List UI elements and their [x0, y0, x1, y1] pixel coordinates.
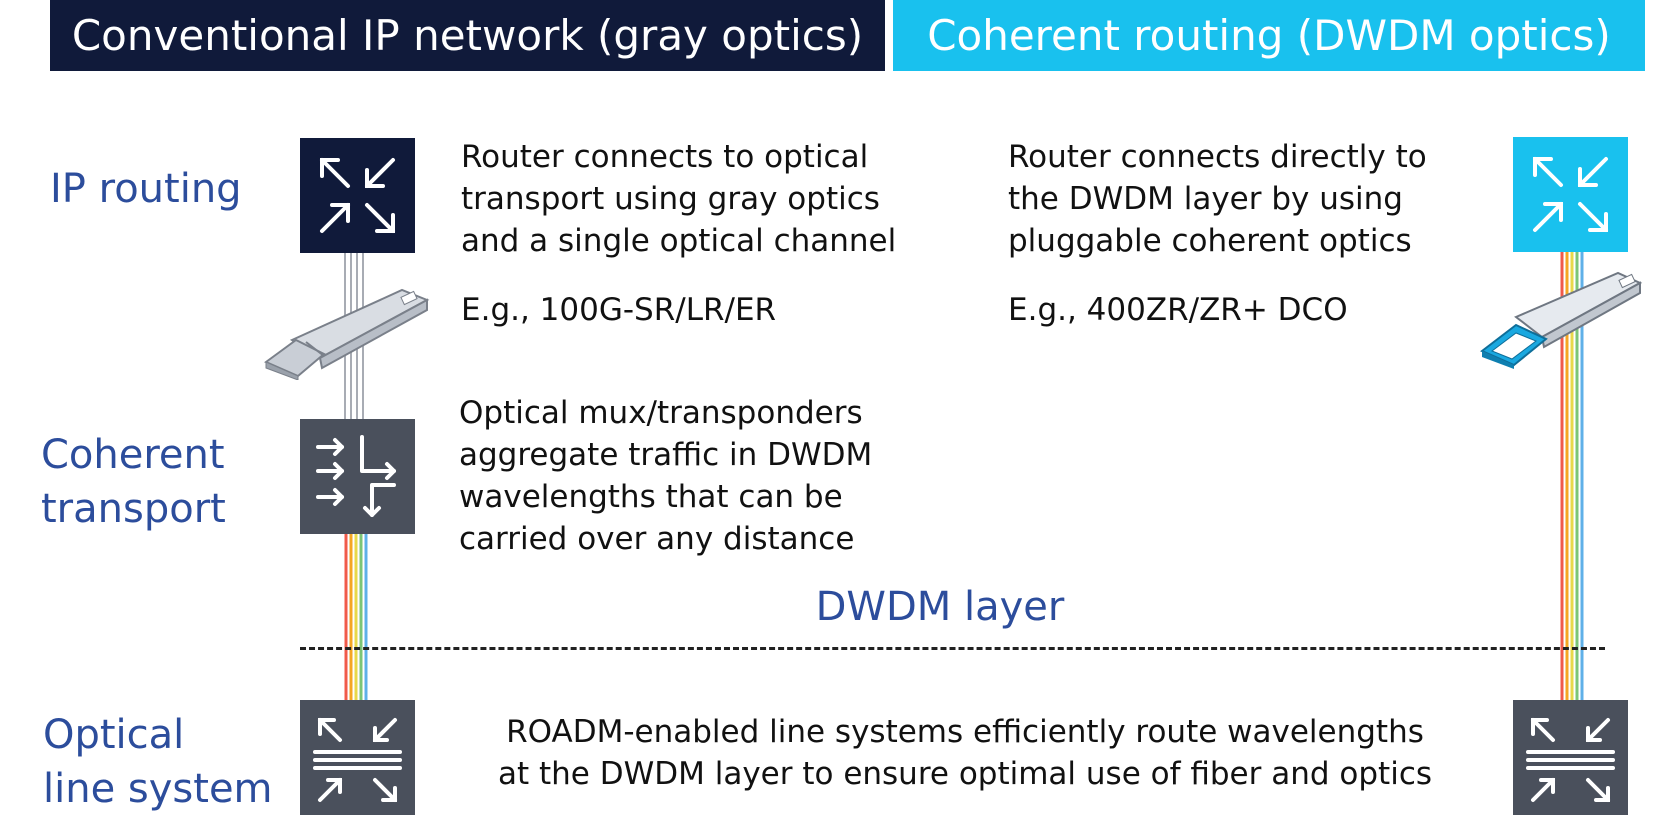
left-ip-description: Router connects to optical transport usi…	[461, 136, 896, 262]
layer-label-coherent-line2: transport	[41, 486, 226, 532]
transport-line2: aggregate traffic in DWDM	[459, 437, 873, 473]
roadm-description: ROADM-enabled line systems efficiently r…	[460, 711, 1470, 795]
transport-description: Optical mux/transponders aggregate traff…	[459, 392, 872, 560]
dwdm-fiber-bundle-left	[344, 534, 368, 704]
transponder-arrows-icon	[300, 419, 415, 534]
right-ip-line2: the DWDM layer by using	[1008, 181, 1403, 217]
coherent-optic-module-icon	[1480, 271, 1643, 369]
roadm-line2: at the DWDM layer to ensure optimal use …	[497, 756, 1433, 792]
right-ip-description: Router connects directly to the DWDM lay…	[1008, 136, 1427, 262]
roadm-line1: ROADM-enabled line systems efficiently r…	[506, 714, 1424, 750]
layer-label-coherent-transport: Coherent transport	[41, 428, 226, 536]
router-arrows-icon	[300, 138, 415, 253]
layer-label-optical-line2: line system	[43, 766, 273, 812]
right-ip-line1: Router connects directly to	[1008, 139, 1427, 175]
transport-line3: wavelengths that can be	[459, 479, 843, 515]
right-example: E.g., 400ZR/ZR+ DCO	[1008, 292, 1348, 328]
left-example: E.g., 100G-SR/LR/ER	[461, 292, 777, 328]
roadm-icon	[300, 700, 415, 815]
roadm-icon-right	[1513, 700, 1628, 815]
transport-line1: Optical mux/transponders	[459, 395, 863, 431]
dwdm-layer-label: DWDM layer	[815, 584, 1065, 630]
left-ip-line2: transport using gray optics	[461, 181, 880, 217]
header-coherent-routing: Coherent routing (DWDM optics)	[893, 0, 1645, 71]
dwdm-layer-divider	[300, 647, 1605, 650]
left-ip-line3: and a single optical channel	[461, 223, 897, 259]
gray-optic-module-icon	[264, 288, 430, 380]
transport-line4: carried over any distance	[459, 521, 855, 557]
router-arrows-icon-right	[1513, 137, 1628, 252]
layer-label-ip-routing: IP routing	[50, 166, 242, 212]
left-ip-line1: Router connects to optical	[461, 139, 869, 175]
header-conventional-ip: Conventional IP network (gray optics)	[50, 0, 885, 71]
right-ip-line3: pluggable coherent optics	[1008, 223, 1412, 259]
layer-label-coherent-line1: Coherent	[41, 432, 225, 478]
layer-label-optical-line1: Optical	[43, 712, 185, 758]
